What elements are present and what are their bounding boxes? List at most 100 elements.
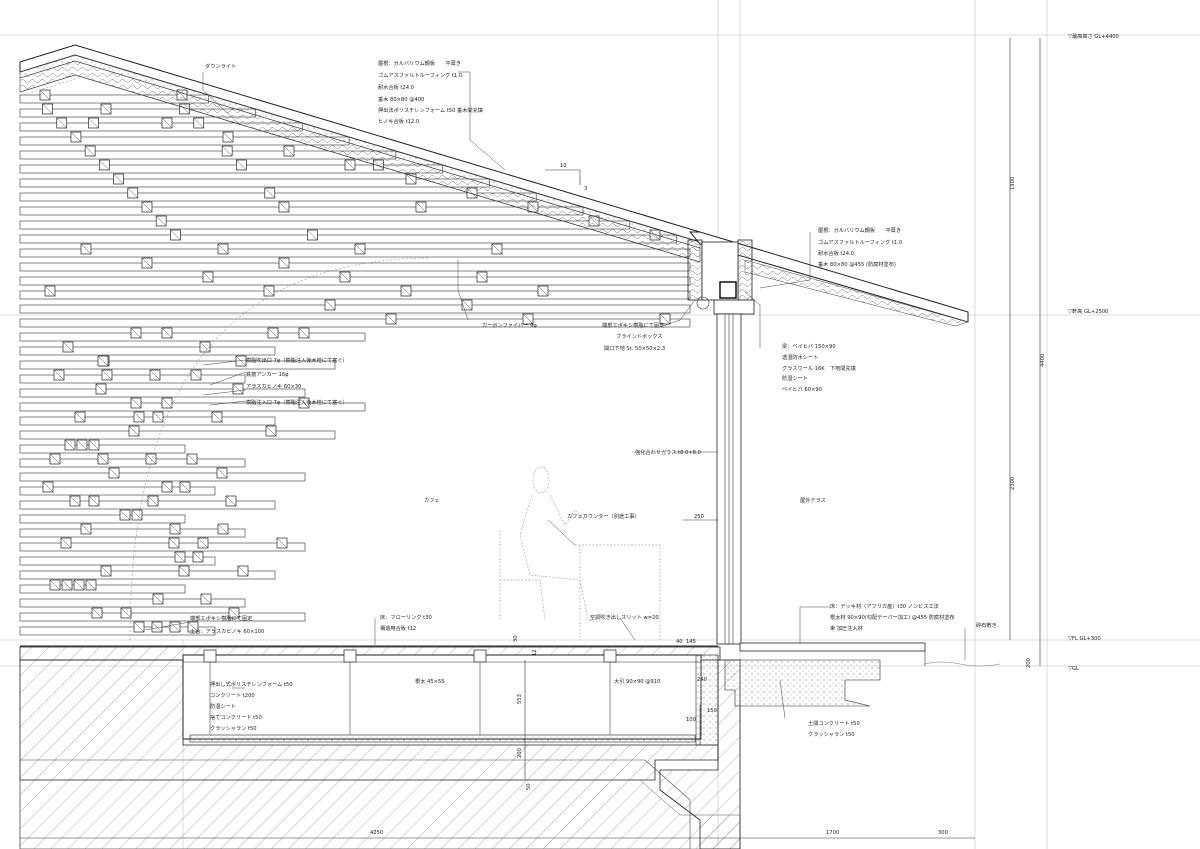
timber-block-cross xyxy=(97,453,109,465)
dim-200b: 200 xyxy=(517,748,523,758)
timber-slat xyxy=(19,192,537,202)
timber-block-cross xyxy=(152,593,164,605)
timber-block-cross xyxy=(221,145,233,157)
label-window-head-3: 開口下地 St. 50×50×2.3 xyxy=(604,344,665,352)
timber-block-cross xyxy=(461,299,473,311)
label-floor-1: 床：フローリング t30 xyxy=(380,613,432,621)
timber-block-cross xyxy=(169,523,181,535)
label-timber-left-4: 樹脂注入口 7φ（樹脂注入後木栓にて塞ぐ） xyxy=(246,398,348,406)
label-foundation-4: 捨てコンクリート t50 xyxy=(210,713,262,721)
timber-slat xyxy=(19,276,691,286)
label-roof-terrace-2: ゴムアスファルトルーフィング t1.0 xyxy=(818,238,902,246)
timber-slat xyxy=(19,444,186,454)
timber-slat xyxy=(19,318,691,328)
timber-block-cross xyxy=(39,89,51,101)
timber-block-cross xyxy=(97,355,109,367)
timber-block-cross xyxy=(161,397,173,409)
label-floor-2: 構造用合板 t12 xyxy=(380,624,416,632)
timber-block-cross xyxy=(225,495,237,507)
floor-sleeper-block xyxy=(603,649,617,663)
timber-slat xyxy=(19,332,366,342)
timber-block-cross xyxy=(491,243,503,255)
timber-slat xyxy=(19,388,306,398)
dim-2300: 2300 xyxy=(1010,477,1016,490)
label-timber-left-2: 鉄筋アンカー 16φ xyxy=(246,370,289,378)
timber-slat xyxy=(19,570,276,580)
timber-block-cross xyxy=(61,579,73,591)
timber-block-cross xyxy=(236,159,247,171)
timber-block-cross xyxy=(400,285,412,297)
dim-50: 50 xyxy=(526,783,532,790)
timber-block-cross xyxy=(199,341,211,353)
timber-block-cross xyxy=(156,215,167,227)
timber-block-cross xyxy=(264,187,275,199)
timber-block-cross xyxy=(522,313,534,325)
timber-slat xyxy=(19,514,186,524)
timber-block-cross xyxy=(217,523,229,535)
timber-block-cross xyxy=(145,453,157,465)
label-downlight: ダウンライト xyxy=(205,62,236,70)
label-sleeper: 大引 90×90 @910 xyxy=(614,677,660,685)
label-roof-main-5: 押出法ポリスチレンフォーム t50 垂木間充填 xyxy=(378,106,483,114)
dim-240: 240 xyxy=(697,677,707,683)
label-base-fix-1: 端部エポキシ樹脂にて固定 xyxy=(190,614,252,622)
level-max-height: ▽最高高さ GL+4400 xyxy=(1068,32,1119,40)
timber-block-cross xyxy=(178,565,190,577)
timber-block-cross xyxy=(84,145,96,157)
timber-block-cross xyxy=(74,411,86,423)
timber-slat xyxy=(19,542,306,552)
timber-block-cross xyxy=(56,117,67,129)
timber-block-cross xyxy=(101,369,113,381)
label-roof-main-2: ゴムアスファルトルーフィング t1.0 xyxy=(378,71,462,79)
timber-block-cross xyxy=(42,103,53,115)
floor-sleeper-block xyxy=(473,649,487,663)
label-foundation-2: コンクリート t200 xyxy=(210,692,255,699)
timber-block-cross xyxy=(73,579,85,591)
label-deck-3: 束 加圧注入材 xyxy=(830,624,863,632)
label-roof-main-4: 垂木 80×80 @400 xyxy=(378,95,424,103)
timber-block-cross xyxy=(354,243,366,255)
level-gl: ▽GL xyxy=(1068,666,1079,672)
timber-block-cross xyxy=(141,257,153,269)
timber-slat xyxy=(19,304,691,314)
label-beam-right-3: グラスウール 16K 下地間充填 xyxy=(782,364,856,372)
timber-slat xyxy=(19,584,186,594)
dim-100: 100 xyxy=(686,717,696,723)
label-timber-left-3: アラスカヒノキ 60×30 xyxy=(246,383,301,390)
timber-block-cross xyxy=(76,439,88,451)
timber-slat xyxy=(19,374,246,384)
timber-block-cross xyxy=(42,481,54,493)
label-beam-right-5: ベイヒバ 60×90 xyxy=(782,386,822,393)
timber-slat xyxy=(19,598,246,608)
timber-block-cross xyxy=(80,523,92,535)
timber-block-cross xyxy=(85,579,97,591)
timber-block-cross xyxy=(151,621,163,633)
timber-block-cross xyxy=(307,229,318,241)
timber-block-cross xyxy=(174,551,186,563)
dim-12: 12 xyxy=(532,649,538,656)
dim-30: 30 xyxy=(513,635,519,642)
dim-4400: 4400 xyxy=(1040,354,1046,367)
dim-150: 150 xyxy=(707,708,717,714)
timber-slat xyxy=(19,402,366,412)
timber-block-cross xyxy=(133,411,145,423)
person-and-counter xyxy=(499,466,661,640)
timber-block-cross xyxy=(298,397,310,409)
timber-block-cross xyxy=(232,383,244,395)
dim-1900: 1900 xyxy=(1010,177,1016,190)
timber-block-cross xyxy=(267,327,279,339)
label-gravel: 砕石敷き xyxy=(976,621,997,629)
timber-block-cross xyxy=(170,229,181,241)
timber-block-cross xyxy=(99,159,110,171)
dim-553: 553 xyxy=(517,694,523,704)
timber-block-cross xyxy=(62,341,74,353)
dim-4250: 4250 xyxy=(370,830,383,836)
label-roof-terrace-3: 耐水合板 t24.0 xyxy=(818,249,854,257)
label-foundation-3: 防湿シート xyxy=(210,702,236,710)
label-roof-terrace-4: 垂木 80×80 @455 (防腐材塗布) xyxy=(818,260,896,268)
label-beam-right-2: 透湿防水シート xyxy=(782,353,818,361)
timber-block-cross xyxy=(113,173,124,185)
timber-block-cross xyxy=(283,145,295,157)
timber-block-cross xyxy=(100,565,112,577)
timber-block-cross xyxy=(88,117,99,129)
